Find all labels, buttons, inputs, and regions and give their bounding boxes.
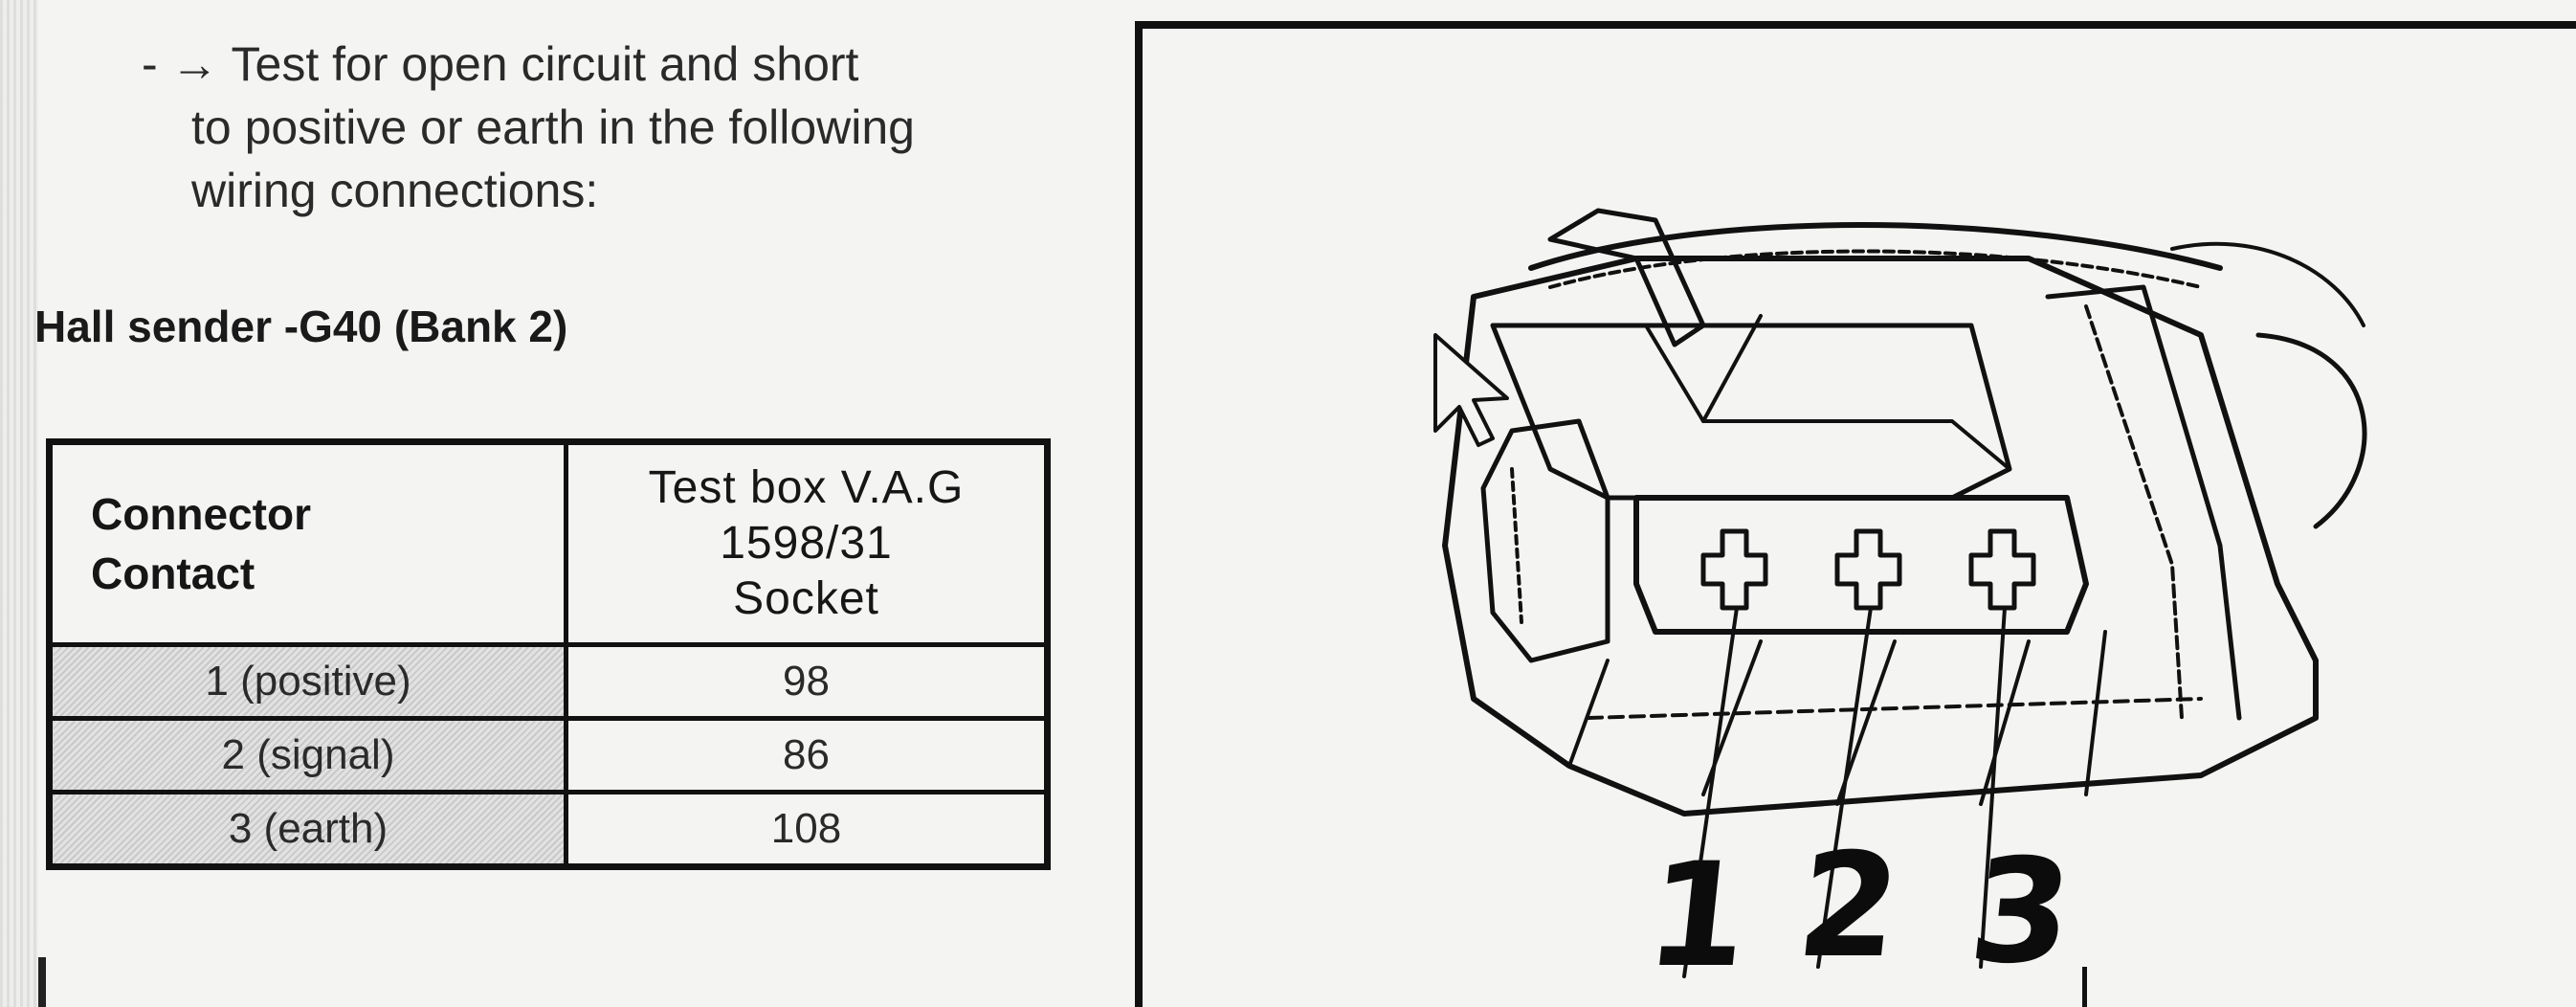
table-row: 3 (earth) 108 — [47, 790, 1050, 869]
instruction-text: - → Test for open circuit and short to p… — [142, 33, 1060, 222]
section-title: Hall sender -G40 (Bank 2) — [34, 302, 568, 351]
instruction-line-3: wiring connections: — [191, 164, 599, 217]
connector-figure-frame — [1135, 21, 2576, 1007]
tick-mark — [2082, 967, 2087, 1007]
row-1-socket: 98 — [564, 642, 1050, 721]
pin-label-2: 2 — [1789, 823, 1908, 990]
table-header-row: Connector Contact Test box V.A.G 1598/31… — [47, 439, 1050, 647]
header-contact-line-2: Contact — [91, 548, 255, 598]
scan-edge-noise — [0, 0, 38, 1007]
pin-label-3: 3 — [1962, 829, 2080, 996]
table-row: 2 (signal) 86 — [47, 716, 1050, 794]
instruction-line-1: - → Test for open circuit and short — [142, 37, 859, 91]
row-3-socket: 108 — [564, 790, 1050, 869]
table-row: 1 (positive) 98 — [47, 642, 1050, 721]
row-3-contact: 3 (earth) — [47, 790, 568, 869]
connector-drawing — [1433, 208, 2367, 978]
corner-mark — [38, 957, 103, 1007]
header-connector-contact: Connector Contact — [47, 439, 568, 647]
row-2-contact: 2 (signal) — [47, 716, 568, 794]
header-socket-line-2: 1598/31 — [720, 518, 893, 569]
header-contact-line-1: Connector — [91, 489, 311, 539]
row-1-contact: 1 (positive) — [47, 642, 568, 721]
header-socket-line-1: Test box V.A.G — [648, 462, 965, 513]
instruction-line-2: to positive or earth in the following — [191, 101, 915, 154]
row-2-socket: 86 — [564, 716, 1050, 794]
header-socket-line-3: Socket — [733, 573, 879, 624]
header-test-box-socket: Test box V.A.G 1598/31 Socket — [564, 439, 1050, 647]
arrow-cursor-icon — [1433, 333, 1509, 447]
pin-label-1: 1 — [1638, 833, 1757, 999]
pin-assignment-table: Connector Contact Test box V.A.G 1598/31… — [46, 438, 1051, 870]
